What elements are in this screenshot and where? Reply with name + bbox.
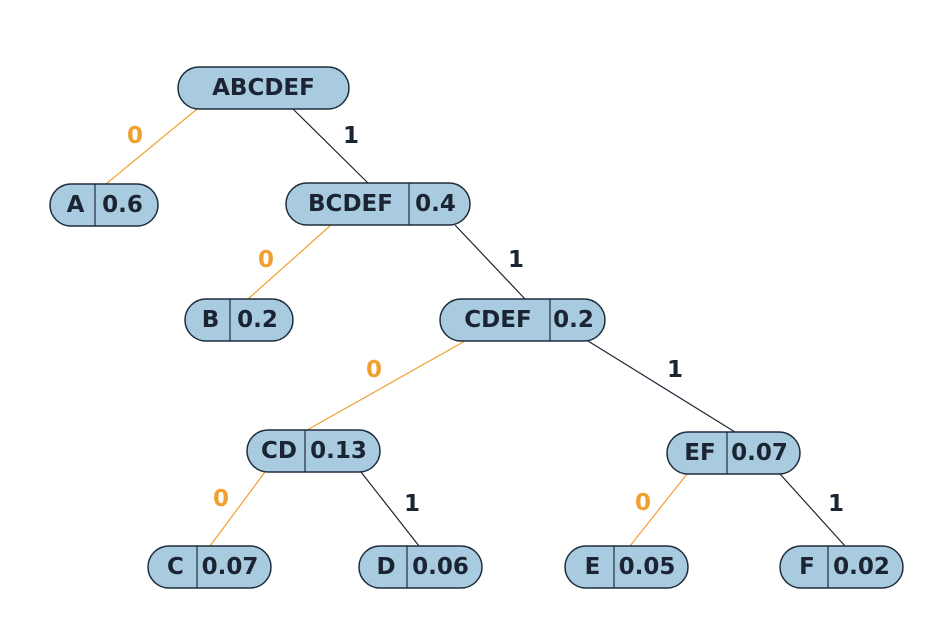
node-box bbox=[147, 545, 272, 589]
node-label: B bbox=[202, 307, 220, 333]
edge-bit-label: 0 bbox=[213, 486, 229, 512]
edge-bit-label: 0 bbox=[258, 247, 274, 273]
node-box bbox=[49, 183, 159, 227]
node-label: C bbox=[167, 554, 184, 580]
node-label: E bbox=[585, 554, 601, 580]
edge-bit-label: 0 bbox=[635, 490, 651, 516]
edge-cd-to-d bbox=[360, 471, 420, 547]
node-abcdef: ABCDEF bbox=[177, 66, 350, 110]
node-box bbox=[358, 545, 483, 589]
node-box bbox=[779, 545, 904, 589]
edge-cd-to-c bbox=[209, 471, 266, 547]
node-f: F 0.02 bbox=[779, 545, 904, 589]
node-label: EF bbox=[684, 440, 715, 466]
node-box bbox=[439, 298, 606, 342]
edge-bcdef-to-b bbox=[247, 224, 332, 300]
node-box bbox=[285, 182, 471, 226]
node-box bbox=[246, 429, 381, 473]
edge-bcdef-to-cdef bbox=[454, 224, 526, 300]
edge-cdef-to-cd bbox=[306, 340, 466, 431]
node-probability: 0.06 bbox=[412, 554, 469, 580]
node-probability: 0.6 bbox=[102, 192, 143, 218]
edge-abcdef-to-bcdef bbox=[292, 108, 369, 184]
node-label: CDEF bbox=[464, 307, 531, 333]
node-probability: 0.4 bbox=[415, 191, 456, 217]
edge-cdef-to-ef bbox=[587, 340, 736, 433]
edge-ef-to-e bbox=[629, 473, 688, 547]
node-bcdef: BCDEF 0.4 bbox=[285, 182, 471, 226]
node-probability: 0.07 bbox=[202, 554, 259, 580]
node-box bbox=[177, 66, 350, 110]
edge-bit-label: 1 bbox=[667, 357, 683, 383]
node-probability: 0.05 bbox=[619, 554, 676, 580]
edge-bit-label: 0 bbox=[366, 357, 382, 383]
node-label: CD bbox=[261, 438, 297, 464]
node-d: D 0.06 bbox=[358, 545, 483, 589]
node-label: ABCDEF bbox=[212, 75, 315, 101]
edge-bit-label: 1 bbox=[828, 491, 844, 517]
node-box bbox=[564, 545, 689, 589]
edge-bit-label: 0 bbox=[127, 123, 143, 149]
node-cdef: CDEF 0.2 bbox=[439, 298, 606, 342]
edge-bit-label: 1 bbox=[404, 491, 420, 517]
edge-ef-to-f bbox=[779, 473, 846, 547]
edge-abcdef-to-a bbox=[105, 108, 198, 185]
node-c: C 0.07 bbox=[147, 545, 272, 589]
edges-layer: 0 1 0 1 0 1 0 1 0 1 bbox=[105, 108, 846, 547]
node-e: E 0.05 bbox=[564, 545, 689, 589]
edge-bit-label: 1 bbox=[508, 247, 524, 273]
node-probability: 0.07 bbox=[731, 440, 788, 466]
node-probability: 0.13 bbox=[310, 438, 367, 464]
node-probability: 0.02 bbox=[833, 554, 890, 580]
node-b: B 0.2 bbox=[184, 298, 294, 342]
node-label: F bbox=[799, 554, 815, 580]
node-cd: CD 0.13 bbox=[246, 429, 381, 473]
node-label: D bbox=[376, 554, 395, 580]
node-box bbox=[184, 298, 294, 342]
node-a: A 0.6 bbox=[49, 183, 159, 227]
node-label: A bbox=[67, 192, 85, 218]
node-probability: 0.2 bbox=[553, 307, 594, 333]
node-ef: EF 0.07 bbox=[666, 431, 801, 475]
node-probability: 0.2 bbox=[237, 307, 278, 333]
node-label: BCDEF bbox=[308, 191, 393, 217]
edge-bit-label: 1 bbox=[343, 123, 359, 149]
node-box bbox=[666, 431, 801, 475]
